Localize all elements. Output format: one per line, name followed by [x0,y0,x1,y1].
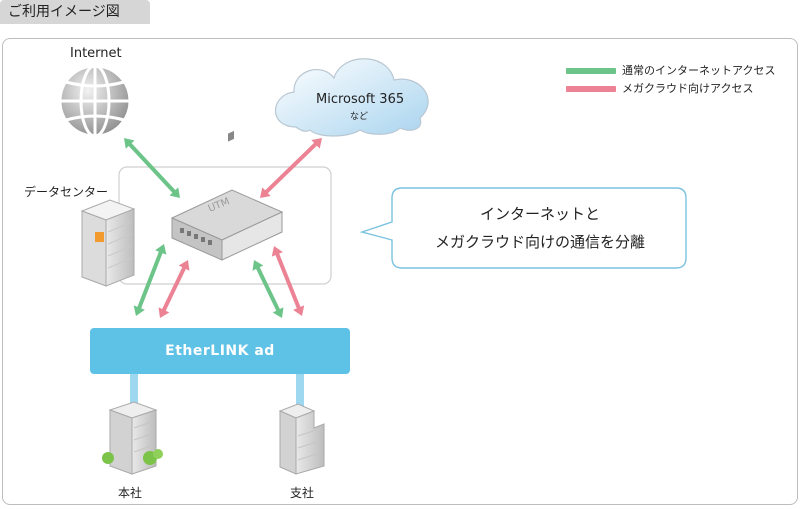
hq-building-icon [102,401,163,475]
cloud-label: Microsoft 365 [316,92,405,107]
legend-swatch-green [566,68,616,74]
etherlink-network-bar: EtherLINK ad [90,328,350,374]
internet-label: Internet [70,46,122,61]
legend-label-cloud: メガクラウド向けアクセス [622,82,754,95]
legend-item-cloud: メガクラウド向けアクセス [566,80,754,95]
legend-label-internet: 通常のインターネットアクセス [622,64,776,77]
callout-bubble [359,187,687,269]
branch-label: 支社 [290,486,315,500]
callout-text: インターネットと メガクラウド向けの通信を分離 [395,200,685,256]
legend-swatch-pink [566,86,616,92]
arrow-internet-utm [124,138,180,198]
page-title: ご利用イメージ図 [0,0,150,24]
callout-line-2: メガクラウド向けの通信を分離 [434,233,645,251]
utm-appliance-icon [170,130,284,261]
arrow-utm-branch-pink [271,246,305,316]
hq-label: 本社 [118,486,143,500]
arrow-utm-hq-green [133,244,167,316]
branch-uplink [296,374,304,406]
arrow-cloud-utm [260,138,322,198]
legend-item-internet: 通常のインターネットアクセス [566,62,776,77]
arrow-utm-branch-green [252,260,284,318]
arrow-utm-hq-pink [158,260,190,318]
datacenter-label: データセンター [24,185,109,199]
datacenter-building-icon [80,199,136,287]
branch-building-icon [278,403,325,475]
cloud-icon [274,58,429,137]
cloud-sublabel: など [350,112,369,122]
hq-uplink [130,374,138,406]
arrows-group [124,138,322,318]
callout-line-1: インターネットと [479,205,600,223]
globe-icon [58,64,132,138]
